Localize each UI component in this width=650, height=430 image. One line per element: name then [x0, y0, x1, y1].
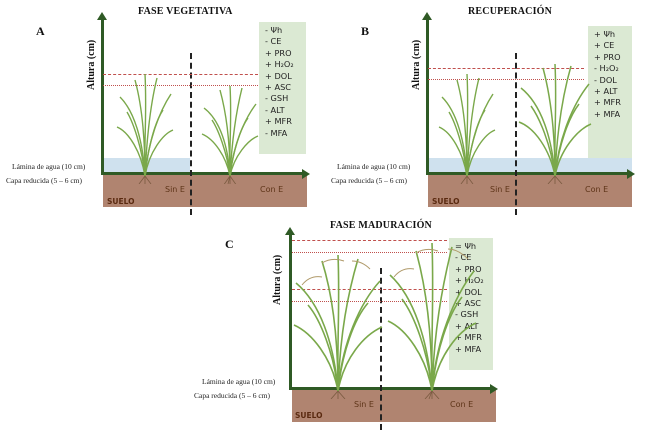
soil-label: SUELO [295, 411, 323, 420]
x-axis-arrow-icon [490, 384, 498, 394]
soil-layer [103, 174, 307, 207]
rice-plant-sin-e-icon [293, 254, 383, 399]
height-reference-line-sin-e [103, 74, 258, 75]
soil-layer [428, 174, 632, 207]
y-axis [289, 233, 292, 390]
indicator-item: - ALT [265, 104, 285, 115]
height-reference-line-sin-e [292, 252, 447, 253]
indicator-legend: - Ψh - CE + PRO + H₂O₂ + DOL + ASC - GSH… [259, 22, 306, 154]
indicator-item: + ASC [455, 298, 481, 309]
height-reference-line-sin-e [428, 79, 584, 80]
water-layer [428, 158, 632, 173]
height-reference-line-con-e [428, 68, 584, 69]
panicle-reference-line-sin-e [292, 301, 447, 302]
panel-c: FASE MADURACIÓN C Altura (cm) = Ψh - CE … [194, 215, 500, 430]
indicator-item: = Ψh [455, 241, 477, 251]
treatment-label-con-e: Con E [260, 185, 284, 194]
indicator-item: + MFR [594, 97, 621, 108]
x-axis-arrow-icon [302, 169, 310, 179]
indicator-item: - MFA [265, 127, 288, 138]
x-axis [289, 387, 491, 390]
panel-title: FASE MADURACIÓN [330, 220, 432, 231]
height-reference-line-con-e [103, 85, 258, 86]
indicator-item: - Ψh [265, 25, 283, 35]
indicator-item: - H₂O₂ [594, 63, 619, 74]
indicator-item: + Ψh [594, 29, 616, 39]
indicator-item: + ASC [265, 82, 291, 93]
treatment-label-con-e: Con E [585, 185, 609, 194]
treatment-divider [380, 268, 382, 430]
reduced-layer-label: Capa reducida (5 – 6 cm) [6, 176, 83, 185]
indicator-item: - CE [265, 36, 282, 47]
soil-layer [292, 389, 496, 422]
indicator-item: - GSH [265, 93, 289, 104]
reduced-layer-label: Capa reducida (5 – 6 cm) [194, 391, 271, 400]
indicator-item: + MFA [594, 108, 621, 119]
indicator-item: + ALT [594, 86, 618, 97]
panicle-reference-line-con-e [292, 289, 447, 290]
rice-plant-sin-e-icon [438, 73, 496, 184]
rice-plant-con-e-icon [201, 85, 259, 184]
indicator-item: + ALT [455, 320, 479, 331]
y-axis-arrow-icon [422, 12, 432, 20]
indicator-item: - CE [455, 252, 472, 263]
treatment-divider [515, 53, 517, 215]
indicator-item: + MFR [455, 332, 482, 343]
indicator-legend: + Ψh + CE + PRO - H₂O₂ - DOL + ALT + MFR… [588, 26, 632, 159]
y-axis [426, 18, 429, 175]
panel-a: FASE VEGETATIVA A Altura (cm) SUELO Sin … [0, 0, 325, 215]
panel-title: FASE VEGETATIVA [138, 6, 233, 17]
panel-title: RECUPERACIÓN [468, 6, 553, 17]
panel-letter: C [225, 237, 234, 251]
y-axis-arrow-icon [97, 12, 107, 20]
x-axis [426, 172, 628, 175]
panel-letter: B [361, 24, 370, 38]
indicator-item: + PRO [594, 51, 621, 62]
y-axis-label: Altura (cm) [411, 39, 422, 90]
soil-label: SUELO [107, 197, 135, 206]
treatment-label-sin-e: Sin E [165, 185, 185, 194]
rice-plant-con-e-icon [518, 63, 592, 184]
x-axis [101, 172, 303, 175]
x-axis-arrow-icon [627, 169, 635, 179]
indicator-item: - DOL [594, 74, 617, 85]
water-level-label: Lámina de agua (10 cm) [337, 162, 411, 171]
y-axis-arrow-icon [285, 227, 295, 235]
height-reference-line-con-e [292, 240, 447, 241]
indicator-item: + CE [594, 40, 615, 51]
indicator-item: + DOL [455, 286, 482, 297]
indicator-item: + DOL [265, 70, 292, 81]
indicator-item: + H₂O₂ [455, 275, 484, 286]
rice-plant-con-e-icon [387, 242, 477, 399]
indicator-item: + PRO [455, 263, 482, 274]
panel-b: RECUPERACIÓN B Altura (cm) + Ψh + CE + P… [325, 0, 650, 215]
water-level-label: Lámina de agua (10 cm) [202, 377, 276, 386]
rice-plant-sin-e-icon [116, 73, 174, 184]
soil-label: SUELO [432, 197, 460, 206]
indicator-item: + MFR [265, 116, 292, 127]
indicator-item: + PRO [265, 47, 292, 58]
indicator-item: + MFA [455, 343, 482, 354]
panel-letter: A [36, 24, 45, 38]
indicator-item: - GSH [455, 309, 479, 320]
y-axis [101, 18, 104, 175]
treatment-divider [190, 53, 192, 215]
water-level-label: Lámina de agua (10 cm) [12, 162, 86, 171]
treatment-label-con-e: Con E [450, 400, 474, 409]
reduced-layer-label: Capa reducida (5 – 6 cm) [331, 176, 408, 185]
y-axis-label: Altura (cm) [86, 39, 97, 90]
indicator-item: + H₂O₂ [265, 59, 294, 70]
treatment-label-sin-e: Sin E [354, 400, 374, 409]
treatment-label-sin-e: Sin E [490, 185, 510, 194]
y-axis-label: Altura (cm) [272, 254, 283, 305]
